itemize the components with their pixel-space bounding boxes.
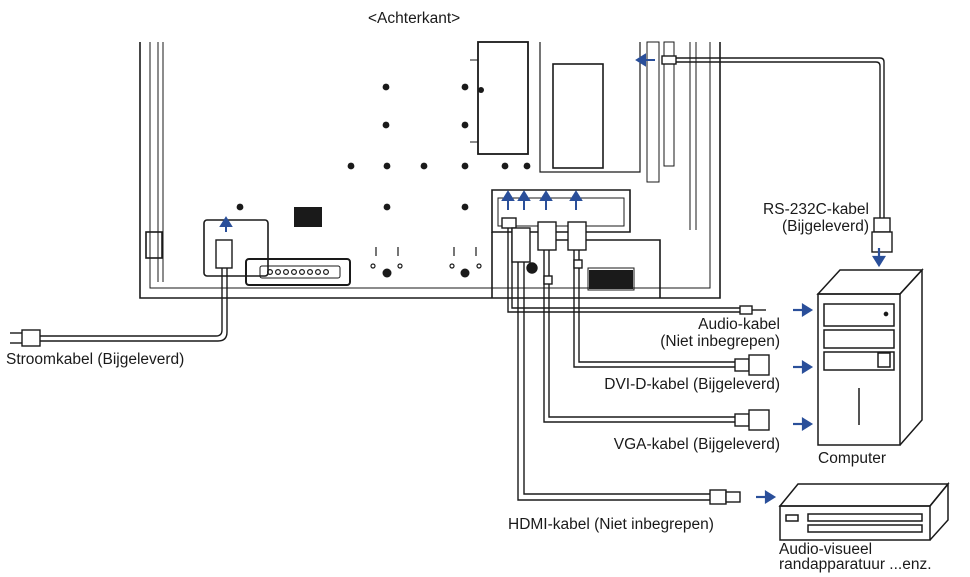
plugs	[215, 217, 587, 285]
audio-cable-label-line2: (Niet inbegrepen)	[660, 333, 780, 350]
cables	[40, 57, 885, 501]
hdmi-cable-label: HDMI-kabel (Niet inbegrepen)	[508, 516, 714, 533]
vga-cable-label: VGA-kabel (Bijgeleverd)	[613, 436, 780, 453]
end-plugs	[10, 55, 893, 505]
port-arrows	[219, 53, 655, 232]
key-holes	[370, 247, 482, 269]
av-device-label-line1: Audio-visueel	[779, 541, 873, 558]
rs232-cable-label-line1: RS-232C-kabel	[763, 201, 869, 218]
dvi-cable-label: DVI-D-kabel (Bijgeleverd)	[604, 376, 780, 393]
device-arrows	[756, 248, 886, 504]
audio-cable-label-line1: Audio-kabel	[698, 316, 780, 333]
av-device	[778, 481, 950, 541]
computer-label: Computer	[818, 450, 887, 467]
mount-holes	[236, 83, 531, 278]
power-cable-label: Stroomkabel (Bijgeleverd)	[6, 351, 185, 368]
computer-tower	[816, 268, 924, 446]
vent-grille	[294, 207, 633, 289]
button-row	[267, 269, 330, 276]
monitor-back	[139, 41, 721, 299]
rs232-cable-label-line2: (Bijgeleverd)	[781, 218, 869, 235]
diagram-title: <Achterkant>	[368, 10, 461, 27]
av-device-label-line2: randapparatuur ...enz.	[779, 556, 932, 573]
